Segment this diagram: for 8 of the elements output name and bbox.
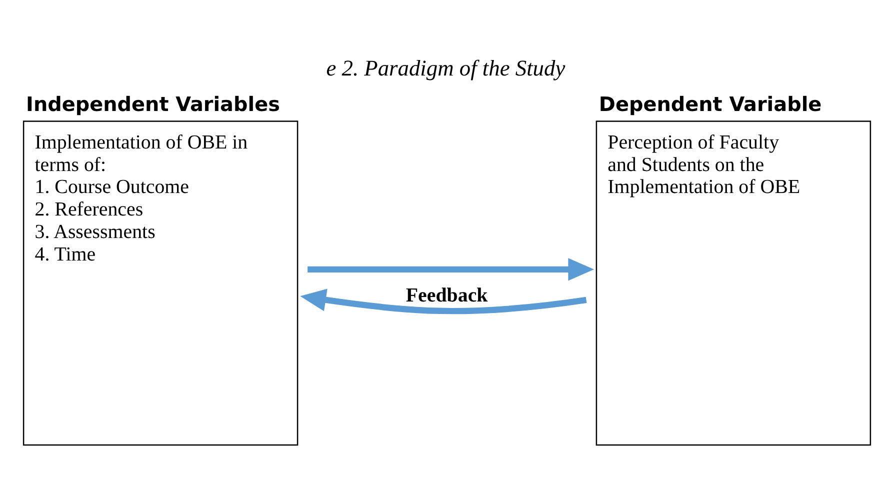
diagram-title: e 2. Paradigm of the Study (326, 55, 566, 80)
node-box: Perception of Faculty and Students on the Implementation of OBE (596, 120, 872, 446)
arrow (308, 258, 594, 280)
node-label: Dependent Variable (598, 92, 822, 116)
edge-label: Feedback (406, 284, 488, 306)
node-box: Implementation of OBE in terms of: 1. Course Outcome 2. References 3. Assessments 4. Time (22, 120, 298, 446)
node-label: Independent Variables (26, 92, 280, 116)
arrow (300, 288, 587, 314)
